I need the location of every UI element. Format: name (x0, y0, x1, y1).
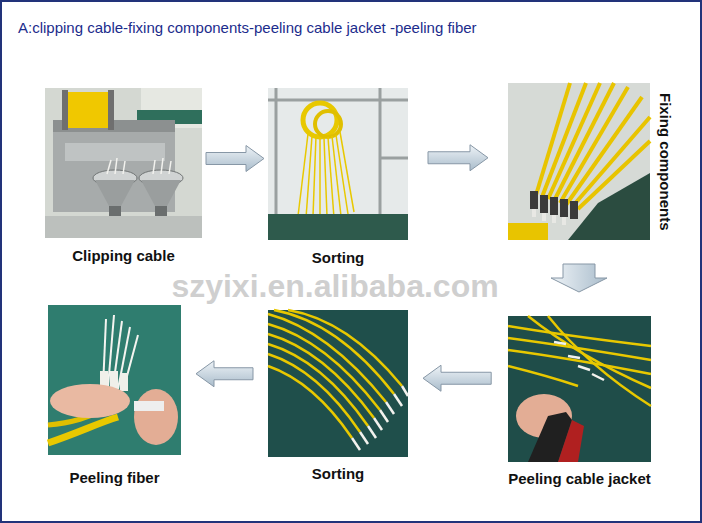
step-caption: Sorting (312, 249, 365, 267)
diagram-title: A:clipping cable-fixing components-peeli… (18, 19, 477, 36)
step-caption: Clipping cable (72, 247, 175, 265)
step-caption: Fixing components (656, 93, 674, 231)
process-step: Sorting (268, 310, 408, 483)
flow-arrow (206, 146, 264, 172)
flow-arrow (428, 145, 488, 171)
flow-arrow (551, 264, 607, 292)
step-caption: Peeling cable jacket (508, 470, 651, 488)
fixing-components-photo (508, 83, 650, 240)
process-step: Fixing components (508, 83, 676, 240)
process-step: Clipping cable (45, 88, 202, 265)
step-caption: Peeling fiber (69, 469, 159, 487)
step-caption: Sorting (312, 465, 365, 483)
peeling-fiber-photo (48, 305, 181, 455)
peeling-jacket-photo (508, 316, 651, 462)
clipping-machine-photo (45, 88, 202, 238)
watermark: szyixi.en.alibaba.com (171, 268, 498, 304)
process-step: Peeling cable jacket (506, 316, 653, 488)
sorting-rack-photo (268, 88, 408, 240)
flow-arrow (196, 361, 253, 387)
sorted-cables-photo (268, 310, 408, 457)
process-step: Sorting (268, 88, 408, 267)
flow-arrow (423, 365, 491, 391)
process-step: Peeling fiber (48, 305, 181, 487)
